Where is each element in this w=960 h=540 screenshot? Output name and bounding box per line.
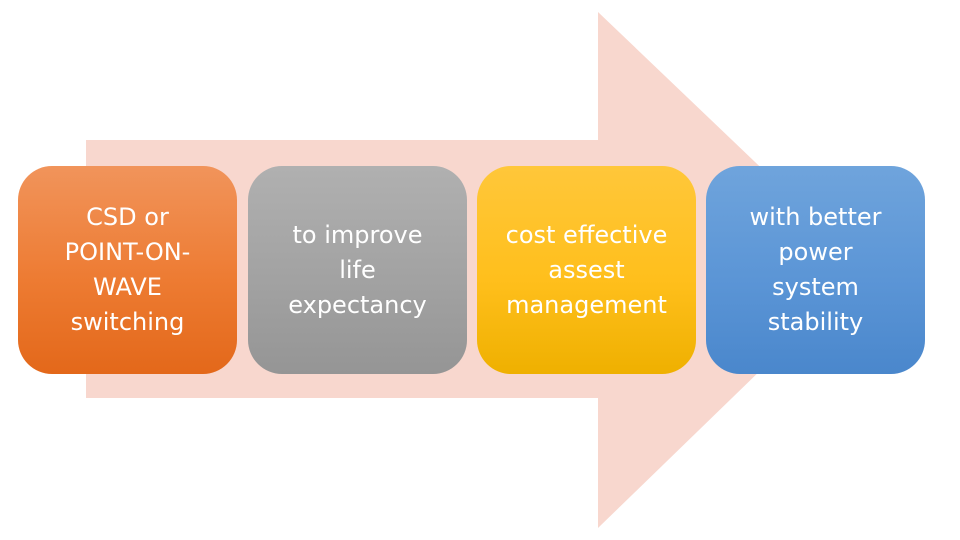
arrow-shape bbox=[86, 12, 866, 528]
step-csd-switching: CSD or POINT-ON- WAVE switching bbox=[18, 166, 237, 374]
step-1-line-1: CSD or bbox=[86, 203, 169, 231]
step-4-line-3: system bbox=[772, 273, 859, 301]
step-life-expectancy: to improve life expectancy bbox=[248, 166, 467, 374]
step-asset-management: cost effective assest management bbox=[477, 166, 696, 374]
step-1-line-4: switching bbox=[70, 308, 185, 336]
step-1-line-2: POINT-ON- bbox=[64, 238, 191, 266]
step-2-line-2: life bbox=[339, 255, 376, 284]
step-1-line-3: WAVE bbox=[93, 273, 162, 301]
step-system-stability: with better power system stability bbox=[706, 166, 925, 374]
step-3-line-3: management bbox=[506, 290, 667, 319]
step-2-line-3: expectancy bbox=[288, 290, 427, 319]
step-3-line-2: assest bbox=[548, 255, 625, 284]
step-2-line-1: to improve bbox=[292, 220, 423, 249]
step-4-line-4: stability bbox=[767, 308, 864, 336]
step-4-line-1: with better bbox=[749, 203, 882, 231]
step-4-line-2: power bbox=[778, 238, 853, 266]
step-3-line-1: cost effective bbox=[505, 220, 668, 249]
